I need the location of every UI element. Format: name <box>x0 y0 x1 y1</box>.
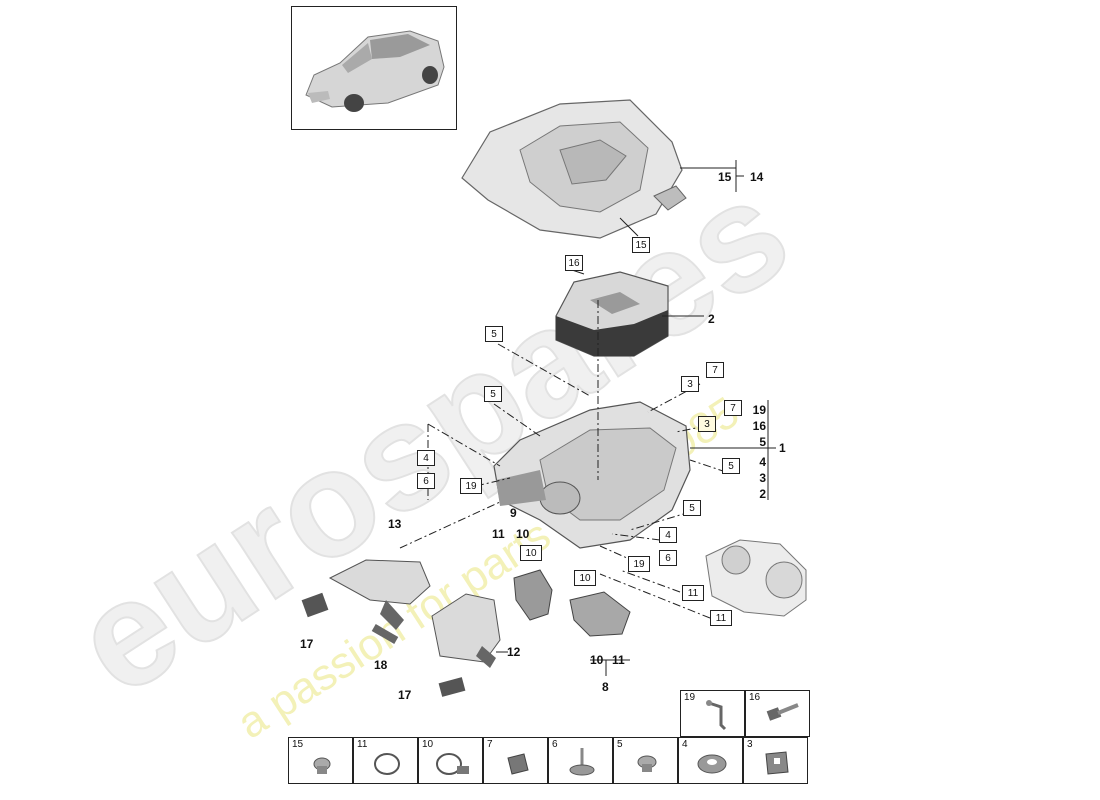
callout-14: 14 <box>750 170 764 184</box>
rubber-buffer-icon <box>637 755 657 772</box>
legend-num: 3 <box>747 739 753 750</box>
box-7-a: 7 <box>706 362 724 378</box>
leader-lines <box>496 160 776 676</box>
stack-item: 16 <box>752 419 766 433</box>
box-4-a: 4 <box>417 450 435 466</box>
callout-17-upper: 17 <box>300 637 314 651</box>
legend-num: 19 <box>684 692 696 703</box>
box-16: 16 <box>565 255 583 271</box>
stack-item: 2 <box>759 487 766 501</box>
turbocharger-part <box>705 539 807 617</box>
stack-item: 4 <box>759 455 766 469</box>
suv-icon <box>305 30 445 112</box>
box-5-b: 5 <box>484 386 502 402</box>
box-4-b: 4 <box>659 527 677 543</box>
callout-1: 1 <box>779 441 786 455</box>
callout-18: 18 <box>374 658 388 672</box>
legend-num: 15 <box>292 739 304 750</box>
callout-8: 8 <box>602 680 609 694</box>
box-19-b: 19 <box>628 556 650 572</box>
stud-nut-icon <box>569 748 595 776</box>
engine-cover-part <box>461 99 687 239</box>
grommet-icon <box>313 757 331 774</box>
box-19-a: 19 <box>460 478 482 494</box>
box-10-a: 10 <box>520 545 542 561</box>
bracket-clip-icon <box>706 700 727 731</box>
seal-18-part <box>371 624 399 644</box>
callout-stack: 19 16 5 4 3 2 <box>742 402 766 502</box>
box-6-a: 6 <box>417 473 435 489</box>
callout-10-lower: 10 <box>590 653 604 667</box>
box-15: 15 <box>632 237 650 253</box>
legend-num: 16 <box>749 692 761 703</box>
legend-cell-5: 5 <box>613 737 678 784</box>
hose-9-part <box>513 569 553 621</box>
callout-13: 13 <box>388 517 402 531</box>
seal-17-lower-part <box>438 677 466 697</box>
hose-8-part <box>569 591 631 637</box>
upper-cover-part <box>555 271 669 357</box>
callout-11-lower: 11 <box>612 653 625 667</box>
clip-icon <box>507 753 529 775</box>
legend-cell-3: 3 <box>743 737 808 784</box>
callout-12: 12 <box>507 645 521 659</box>
legend-num: 10 <box>422 739 434 750</box>
legend-cell-11: 11 <box>353 737 418 784</box>
vehicle-thumbnail <box>291 6 457 130</box>
box-7-b: 7 <box>724 400 742 416</box>
callout-2: 2 <box>708 312 715 326</box>
stack-item: 19 <box>752 403 766 417</box>
stack-item: 3 <box>759 471 766 485</box>
intake-duct-left-part <box>328 559 431 630</box>
retainer-clip-icon <box>765 751 789 775</box>
legend-num: 4 <box>682 739 688 750</box>
air-intake-housing-part <box>493 401 691 549</box>
legend-cell-7: 7 <box>483 737 548 784</box>
box-11-b: 11 <box>710 610 732 626</box>
legend-num: 6 <box>552 739 558 750</box>
box-6-b: 6 <box>659 550 677 566</box>
callout-15: 15 <box>718 170 732 184</box>
legend-cell-15: 15 <box>288 737 353 784</box>
box-5-c: 5 <box>722 458 740 474</box>
legend-cell-6: 6 <box>548 737 613 784</box>
box-5-a: 5 <box>485 326 503 342</box>
stack-item: 5 <box>759 435 766 449</box>
box-5-d: 5 <box>683 500 701 516</box>
callout-9: 9 <box>510 506 517 520</box>
bushing-icon <box>697 754 727 774</box>
seal-17-upper-part <box>301 592 329 618</box>
intake-duct-right-part <box>431 593 501 668</box>
hose-clamp-icon <box>436 753 469 775</box>
legend-num: 5 <box>617 739 623 750</box>
legend-num: 7 <box>487 739 493 750</box>
box-3-b: 3 <box>698 416 716 432</box>
o-ring-icon <box>374 753 400 775</box>
box-11-a: 11 <box>682 585 704 601</box>
legend-cell-4: 4 <box>678 737 743 784</box>
legend-cell-19: 19 <box>680 690 745 737</box>
callout-10: 10 <box>516 527 530 541</box>
callout-17-lower: 17 <box>398 688 412 702</box>
legend-num: 11 <box>357 739 368 750</box>
box-3-a: 3 <box>681 376 699 392</box>
legend-cell-10: 10 <box>418 737 483 784</box>
box-10-b: 10 <box>574 570 596 586</box>
bolt-icon <box>766 703 799 721</box>
legend-cell-16: 16 <box>745 690 810 737</box>
callout-11: 11 <box>492 527 505 541</box>
